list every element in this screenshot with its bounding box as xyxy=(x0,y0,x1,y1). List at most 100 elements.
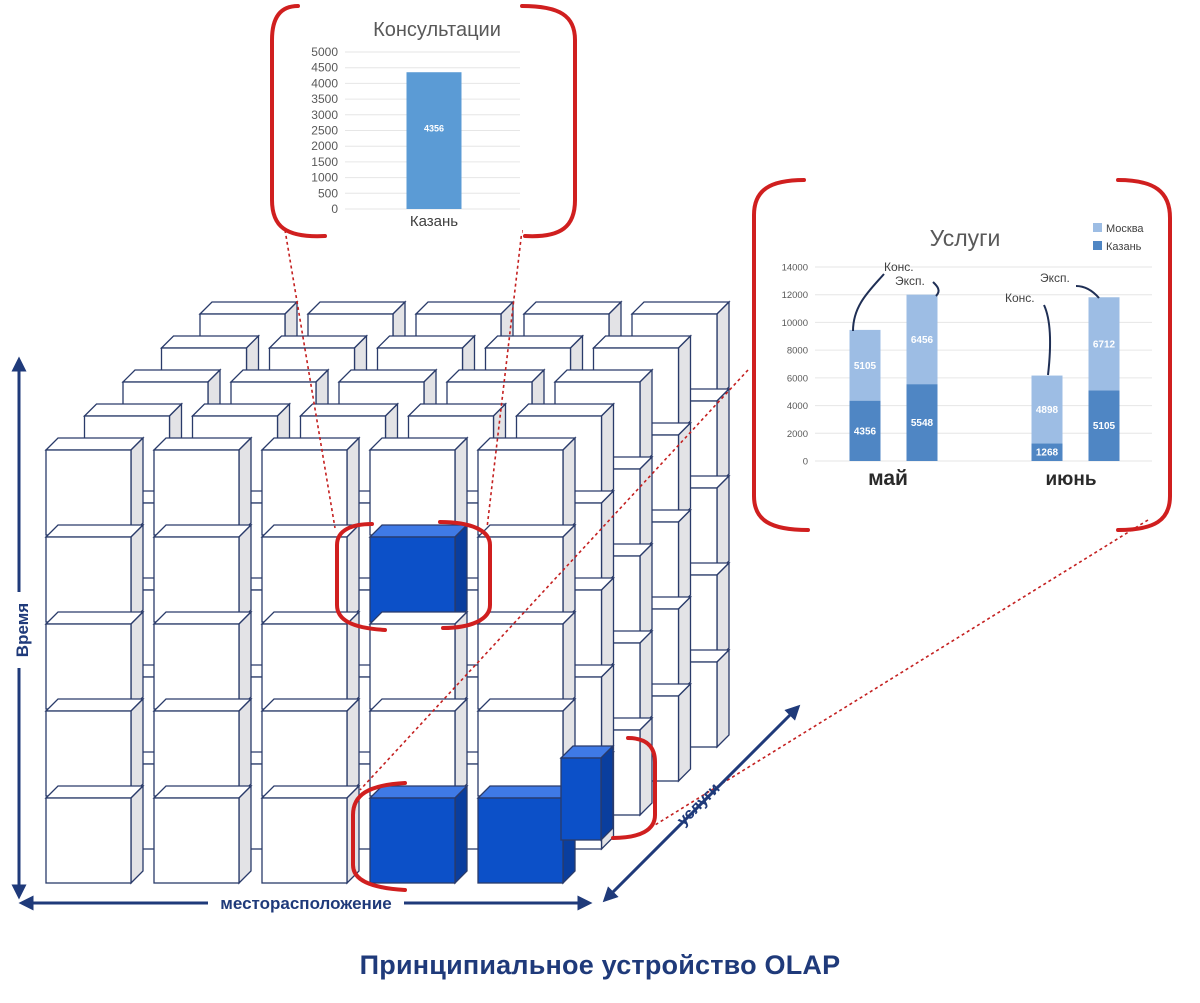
cube-cell xyxy=(44,436,145,537)
cube-top-face xyxy=(368,611,469,625)
cube-side-face xyxy=(677,682,692,783)
y-tick-label: 12000 xyxy=(782,290,808,301)
highlighted-cube-cell xyxy=(368,523,469,624)
data-label-moscow: 4898 xyxy=(1036,405,1059,416)
bar-annotation: Эксп. xyxy=(1040,271,1070,285)
data-label-kazan: 4356 xyxy=(854,426,877,437)
callout-bracket-left xyxy=(270,4,327,239)
cube-top-face xyxy=(306,301,407,315)
bracket-mid-left xyxy=(335,522,387,632)
cube-front-face xyxy=(261,710,348,797)
data-label-moscow: 6712 xyxy=(1093,339,1116,350)
time-axis-label-bg xyxy=(6,592,34,668)
cube-side-face xyxy=(238,610,252,711)
cube-front-face xyxy=(261,536,348,623)
location-axis-label: месторасположение xyxy=(220,894,391,913)
cube-front-face xyxy=(261,623,348,710)
y-tick-label: 500 xyxy=(318,186,338,200)
cube-top-face xyxy=(553,369,654,383)
bracket-mid-right xyxy=(438,520,492,630)
cube-side-face xyxy=(600,489,615,590)
annotation-leader xyxy=(1075,285,1100,299)
callout-bracket-right xyxy=(1116,178,1172,532)
cube-cell xyxy=(476,436,577,537)
cube-front-face xyxy=(369,536,456,623)
cube-front-face xyxy=(369,797,456,884)
cube-front-face xyxy=(477,536,564,623)
y-tick-label: 1000 xyxy=(311,171,338,185)
services-axis-arrow xyxy=(602,704,801,903)
cube-front-face xyxy=(261,449,348,536)
y-tick-label: 3000 xyxy=(311,108,338,122)
bar-segment-moscow xyxy=(1088,297,1120,391)
cube-top-face xyxy=(152,698,253,712)
bracket-bottom-left xyxy=(351,781,407,892)
cube-front-face xyxy=(153,449,240,536)
cube-top-face xyxy=(44,785,145,799)
cube-cell xyxy=(152,697,253,798)
cube-side-face xyxy=(677,508,692,609)
diagram-caption: Принципиальное устройство OLAP xyxy=(359,950,841,980)
cube-top-face xyxy=(152,524,253,538)
cube-cell xyxy=(152,523,253,624)
cube-side-face xyxy=(600,576,615,677)
cube-side-face xyxy=(346,697,360,798)
y-tick-label: 0 xyxy=(803,457,808,468)
cube-side-face xyxy=(130,523,144,624)
bar-segment-kazan xyxy=(849,400,881,461)
cube-cell xyxy=(152,610,253,711)
cube-front-face xyxy=(45,449,132,536)
cube-cell xyxy=(260,697,361,798)
leader-lines xyxy=(284,229,1149,826)
cube-side-face xyxy=(130,784,144,885)
cube-side-face xyxy=(454,784,468,885)
y-tick-label: 4000 xyxy=(787,401,808,412)
bar-segment-kazan xyxy=(906,384,938,461)
legend-swatch-moscow xyxy=(1093,223,1102,232)
bar-segment-kazan xyxy=(1031,443,1063,461)
bar-segment-moscow xyxy=(849,329,881,401)
bar xyxy=(406,72,462,209)
cube-top-face xyxy=(152,611,253,625)
cube-top-face xyxy=(260,785,361,799)
annotation-leader xyxy=(932,281,940,297)
cube-side-face xyxy=(238,784,252,885)
cube-top-face xyxy=(198,301,299,315)
cube-top-face xyxy=(406,403,508,417)
cube-side-face xyxy=(639,368,653,469)
legend-swatch-kazan xyxy=(1093,241,1102,250)
cube-top-face xyxy=(476,524,577,538)
cube-side-face xyxy=(600,744,614,842)
chart-title: Консультации xyxy=(373,19,501,41)
cube-top-face xyxy=(190,403,292,417)
cube-top-face xyxy=(121,369,222,383)
cube-top-face xyxy=(591,335,693,349)
cube-side-face xyxy=(716,648,730,749)
cube-top-face xyxy=(44,611,145,625)
cube-top-face xyxy=(476,437,577,451)
data-label-kazan: 1268 xyxy=(1036,448,1059,459)
cube-side-face xyxy=(639,716,653,817)
bar-annotation: Конс. xyxy=(884,260,914,274)
cube-front-face xyxy=(45,623,132,710)
cube-top-face xyxy=(44,524,145,538)
cube-front-face xyxy=(477,797,564,884)
bar-annotation: Эксп. xyxy=(895,274,925,288)
y-tick-label: 6000 xyxy=(787,373,808,384)
y-tick-label: 8000 xyxy=(787,346,808,357)
cube-cell xyxy=(152,784,253,885)
cube-cell xyxy=(368,697,469,798)
cube-top-face xyxy=(267,335,369,349)
cube-cell xyxy=(260,523,361,624)
bar-annotation: Конс. xyxy=(1005,291,1035,305)
cube-top-face xyxy=(368,785,469,799)
y-tick-label: 2000 xyxy=(311,139,338,153)
cube-front-face xyxy=(261,797,348,884)
cube-top-face xyxy=(522,301,623,315)
time-axis-label: Время xyxy=(13,603,32,657)
cube-front-face xyxy=(45,536,132,623)
cube-side-face xyxy=(716,387,730,488)
cube-top-face xyxy=(414,301,515,315)
